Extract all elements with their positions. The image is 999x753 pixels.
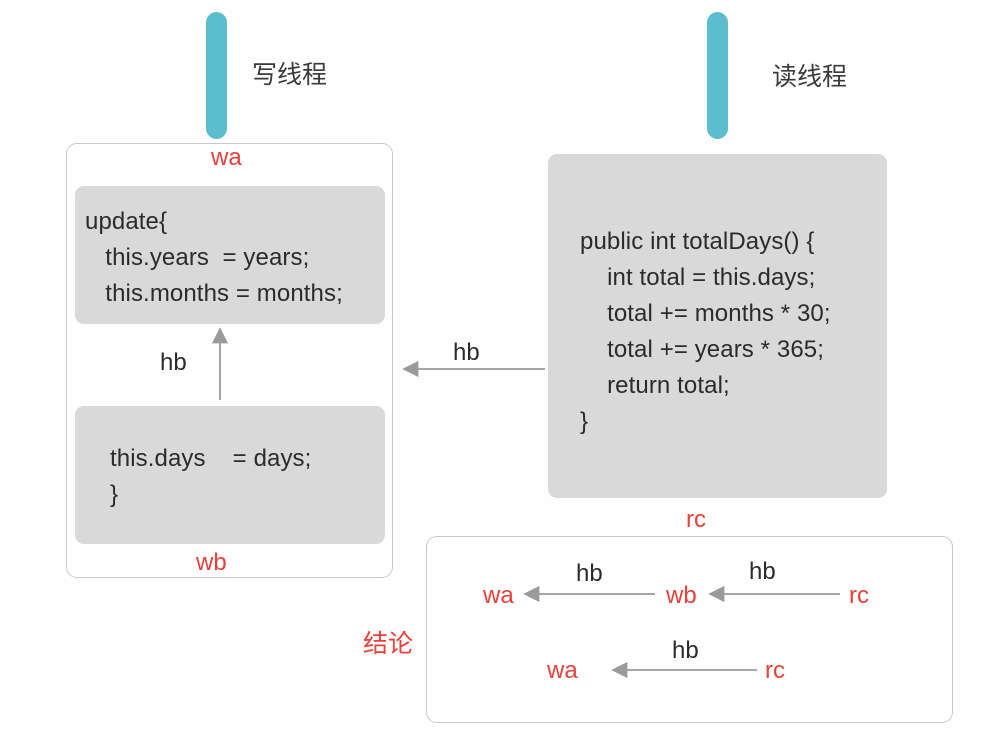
- conclusion-row1-target: wa: [483, 582, 514, 609]
- conclusion-row1-source: rc: [849, 582, 869, 609]
- conclusion-row2-source: rc: [765, 657, 785, 684]
- cross-thread-hb-label: hb: [453, 339, 480, 366]
- conclusion-row1-edge1-label: hb: [576, 560, 603, 587]
- write-thread-code-top: update{ this.years = years; this.months …: [75, 186, 385, 324]
- read-thread-tag-rc: rc: [686, 506, 706, 533]
- write-thread-tag-wa: wa: [211, 144, 242, 171]
- read-thread-title: 读线程: [772, 63, 848, 91]
- write-thread-inner-hb-label: hb: [160, 349, 187, 376]
- conclusion-row2-target: wa: [547, 657, 578, 684]
- conclusion-card: [426, 536, 953, 723]
- conclusion-row2-edge-label: hb: [672, 637, 699, 664]
- conclusion-row1-middle: wb: [666, 582, 697, 609]
- write-thread-tag-wb: wb: [196, 549, 227, 576]
- write-thread-title: 写线程: [252, 61, 328, 89]
- write-thread-marker-bar: [206, 12, 227, 139]
- conclusion-row1-edge2-label: hb: [749, 558, 776, 585]
- read-thread-marker-bar: [707, 12, 728, 139]
- read-thread-code: public int totalDays() { int total = thi…: [548, 154, 887, 498]
- write-thread-code-bottom: this.days = days; }: [75, 406, 385, 544]
- conclusion-label: 结论: [363, 630, 414, 658]
